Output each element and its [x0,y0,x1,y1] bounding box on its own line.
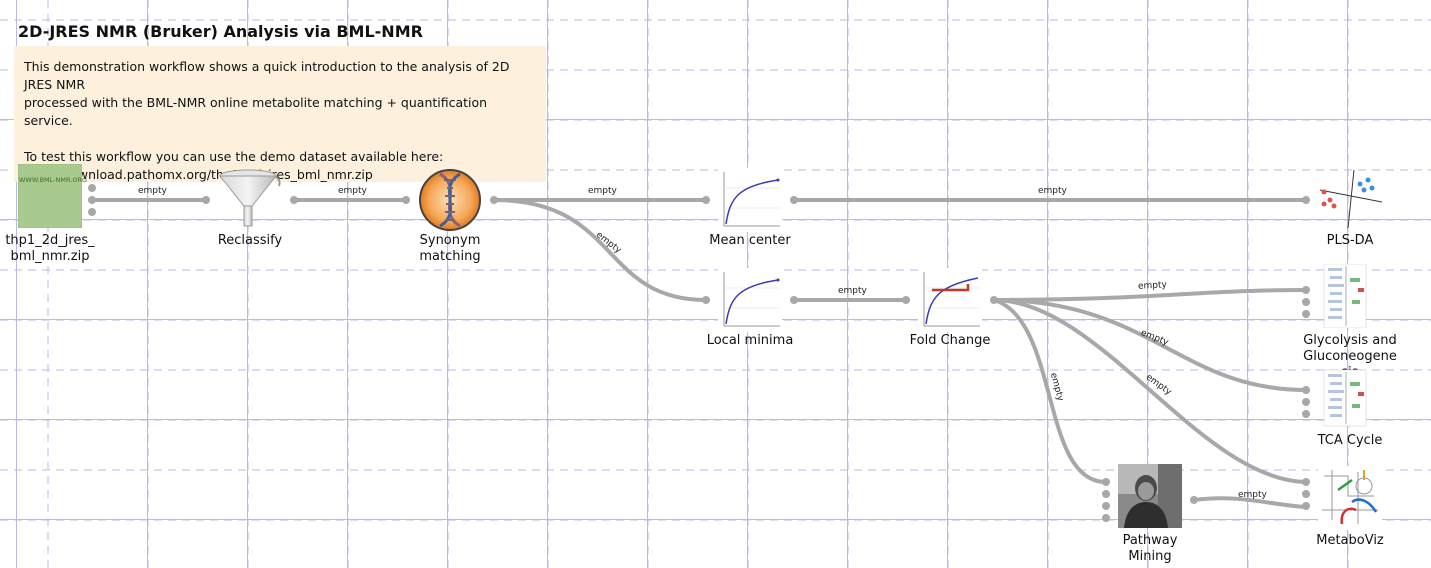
input-port[interactable] [202,196,210,204]
workflow-title: 2D-JRES NMR (Bruker) Analysis via BML-NM… [18,22,423,41]
node-label-pathway-mining: Pathway Mining [1095,533,1205,565]
input-port[interactable] [1102,502,1110,510]
input-port[interactable] [402,196,410,204]
description-line-1: This demonstration workflow shows a quic… [24,59,510,92]
output-port[interactable] [88,208,96,216]
person-photo-icon [1118,464,1182,528]
output-port[interactable] [1190,496,1198,504]
metabolic-map-icon [1318,466,1382,530]
node-label-synonym: Synonym matching [395,233,505,265]
link-foldchange-tca [992,298,1308,392]
node-label-line: bml_nmr.zip [10,249,90,264]
node-synonym-matching[interactable] [418,168,482,232]
edge-label: empty [838,286,867,296]
edge-label: empty [588,186,617,196]
description-line-3: To test this workflow you can use the de… [24,149,444,164]
curve-plot-icon [718,168,782,232]
input-port[interactable] [1302,298,1310,306]
description-link[interactable]: http://download.pathomx.org/thp1_2d_jres… [24,167,373,182]
edge-label: empty [1038,186,1067,196]
link-pathwaymining-metaboviz [1192,496,1308,509]
node-fold-change[interactable] [918,268,982,332]
input-port[interactable] [1302,286,1310,294]
node-label-tca: TCA Cycle [1317,433,1383,448]
input-port[interactable] [702,296,710,304]
input-port[interactable] [702,196,710,204]
pathway-diagram-icon [1323,369,1367,427]
node-reclassify[interactable] [218,168,282,232]
input-port[interactable] [1302,478,1310,486]
node-label-metaboviz: MetaboViz [1316,533,1384,548]
dna-icon [419,169,481,231]
workflow-description: This demonstration workflow shows a quic… [14,46,546,182]
node-metaboviz[interactable] [1318,466,1382,530]
input-port[interactable] [1302,310,1310,318]
bml-nmr-import-icon [18,164,82,228]
node-local-minima[interactable] [718,268,782,332]
node-label-reclassify: Reclassify [217,233,283,248]
input-port[interactable] [1302,398,1310,406]
edge-label: empty [138,186,167,196]
output-port[interactable] [790,196,798,204]
output-port[interactable] [88,196,96,204]
node-label-mean-center: Mean center [709,233,791,248]
link-synonym-localminima [492,198,708,302]
node-label-fold-change: Fold Change [909,333,991,348]
output-port[interactable] [88,184,96,192]
description-line-2: processed with the BML-NMR online metabo… [24,95,488,128]
link-foldchange-metaboviz [992,298,1308,484]
output-port[interactable] [290,196,298,204]
link-foldchange-glycolysis [992,288,1308,302]
link-foldchange-pathwaymining [992,298,1108,484]
edge-label: empty [1238,490,1267,500]
funnel-icon [218,169,281,227]
input-port[interactable] [1102,490,1110,498]
node-mean-center[interactable] [718,168,782,232]
node-label-pls-da: PLS-DA [1326,233,1374,248]
input-port[interactable] [1302,196,1310,204]
node-label-line: Pathway [1122,533,1178,548]
node-label-line: Synonym [419,233,481,248]
node-label-line: Gluconeogene [1303,349,1397,364]
node-bml-nmr-import[interactable]: WWW.BML-NMR.ORG [18,164,87,228]
input-port[interactable] [1302,386,1310,394]
icon-caption: WWW.BML-NMR.ORG [19,176,88,184]
node-label-local-minima: Local minima [706,333,794,348]
input-port[interactable] [1302,502,1310,510]
scatter-classification-icon [1319,169,1382,229]
pathway-diagram-icon [1323,264,1367,328]
input-port[interactable] [1102,514,1110,522]
input-port[interactable] [1302,490,1310,498]
fold-change-plot-icon [918,268,982,332]
input-port[interactable] [1302,410,1310,418]
edge-label: empty [1137,280,1168,292]
output-port[interactable] [790,296,798,304]
node-label-line: Mining [1128,549,1172,564]
node-tca-cycle[interactable] [1318,366,1382,430]
curve-plot-icon [718,268,782,332]
node-pls-da[interactable] [1318,168,1382,232]
node-pathway-mining[interactable] [1118,464,1182,528]
node-label-line: Glycolysis and [1303,333,1397,348]
node-label-glycolysis: Glycolysis and Gluconeogene sis [1295,333,1405,381]
input-port[interactable] [902,296,910,304]
node-label-line: thp1_2d_jres_ [5,233,95,248]
output-port[interactable] [490,196,498,204]
edge-label: empty [338,186,367,196]
input-port[interactable] [1102,478,1110,486]
node-label-zip: thp1_2d_jres_ bml_nmr.zip [0,233,105,265]
node-glycolysis[interactable] [1318,264,1382,328]
output-port[interactable] [990,296,998,304]
node-label-line: matching [419,249,481,264]
